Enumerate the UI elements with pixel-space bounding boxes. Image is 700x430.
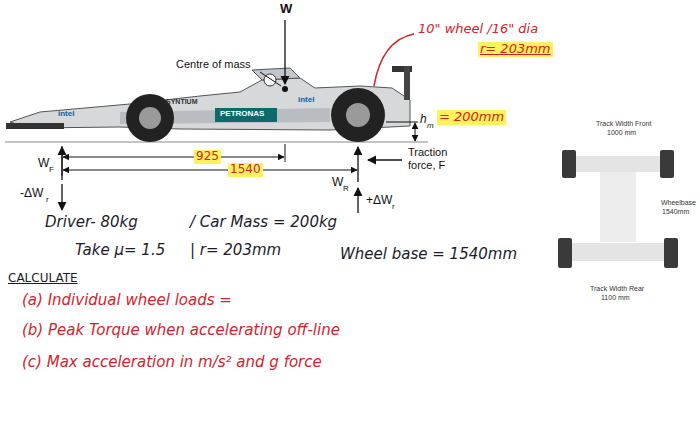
front-left-tyre xyxy=(562,150,576,178)
front-load-transfer-arrow xyxy=(61,184,62,210)
rear-wheel xyxy=(331,88,385,142)
dimension-value: 1540 xyxy=(228,163,263,177)
handwritten-note: / Car Mass = 200kg xyxy=(190,214,337,231)
rear-load-arrow xyxy=(357,147,358,182)
rear-left-tyre xyxy=(558,238,572,268)
question: (b) Peak Torque when accelerating off-li… xyxy=(22,322,340,339)
load-transfer-symbol: +ΔW xyxy=(366,194,392,208)
centre-of-mass-leader xyxy=(260,72,281,86)
part-label: Centre of mass xyxy=(176,58,251,71)
front-right-tyre xyxy=(660,150,674,178)
ground-line xyxy=(5,142,428,143)
sponsor-logo: intel xyxy=(298,95,314,104)
front-rim xyxy=(139,107,161,129)
subscript: r xyxy=(392,202,395,211)
radius-note: r= 203mm xyxy=(478,42,553,57)
height-symbol: h xyxy=(420,113,427,127)
handwritten-note: | r= 203mm xyxy=(190,242,281,259)
cg-tick xyxy=(285,144,286,162)
handwritten-heading: CALCULATE xyxy=(8,272,78,286)
wheel-note: 10" wheel /16" dia xyxy=(418,22,538,37)
dimension-line-925 xyxy=(63,157,284,158)
load-symbol: W xyxy=(332,176,343,190)
rear-load-transfer-arrow xyxy=(357,188,358,213)
centre-of-mass-dot xyxy=(282,86,288,92)
cg-height-dimension xyxy=(415,123,416,141)
height-value: = 200mm xyxy=(437,110,506,125)
sponsor-logo: intel xyxy=(58,109,74,118)
subscript: m xyxy=(427,121,434,130)
weight-arrow xyxy=(284,20,285,84)
handwritten-note: Take μ= 1.5 xyxy=(75,242,165,259)
force-label: Traction force, F xyxy=(408,146,460,171)
dimension-label: Track Width Rear xyxy=(590,285,644,293)
dimension-value: 1100 mm xyxy=(601,294,630,302)
weight-symbol: W xyxy=(280,2,292,17)
dimension-line-1540 xyxy=(63,170,357,171)
dimension-label: Track Width Front xyxy=(596,120,651,128)
cg-height-line xyxy=(386,122,418,123)
load-transfer-symbol: -ΔW xyxy=(20,187,43,201)
traction-arrow xyxy=(368,159,402,160)
dimension-value: 925 xyxy=(194,150,221,164)
subscript: r xyxy=(46,195,49,204)
rear-rim xyxy=(346,103,370,127)
sponsor-stripe xyxy=(215,108,277,122)
chassis-band xyxy=(600,172,636,242)
dimension-value: 1540mm xyxy=(662,208,689,216)
question: (c) Max acceleration in m/s² and g force xyxy=(22,354,322,371)
rear-axle-band xyxy=(572,243,664,261)
handwritten-note: Driver- 80kg xyxy=(45,214,138,231)
front-wing xyxy=(6,123,64,129)
dimension-value: 1000 mm xyxy=(607,129,636,137)
rear-wing-endplate xyxy=(404,66,410,100)
rear-right-tyre xyxy=(664,238,678,268)
wheel-callout-leader xyxy=(374,34,414,86)
subscript: R xyxy=(343,184,349,193)
front-load-arrow xyxy=(61,147,62,180)
subscript: F xyxy=(49,165,54,174)
load-symbol: W xyxy=(38,157,49,171)
handwritten-note: Wheel base = 1540mm xyxy=(340,246,517,263)
dimension-label: Wheelbase xyxy=(661,199,696,207)
sponsor-logo: SYNTIUM xyxy=(166,98,198,106)
front-axle-band xyxy=(576,156,660,172)
question: (a) Individual wheel loads = xyxy=(22,292,232,309)
sponsor-logo: PETRONAS xyxy=(220,109,264,118)
